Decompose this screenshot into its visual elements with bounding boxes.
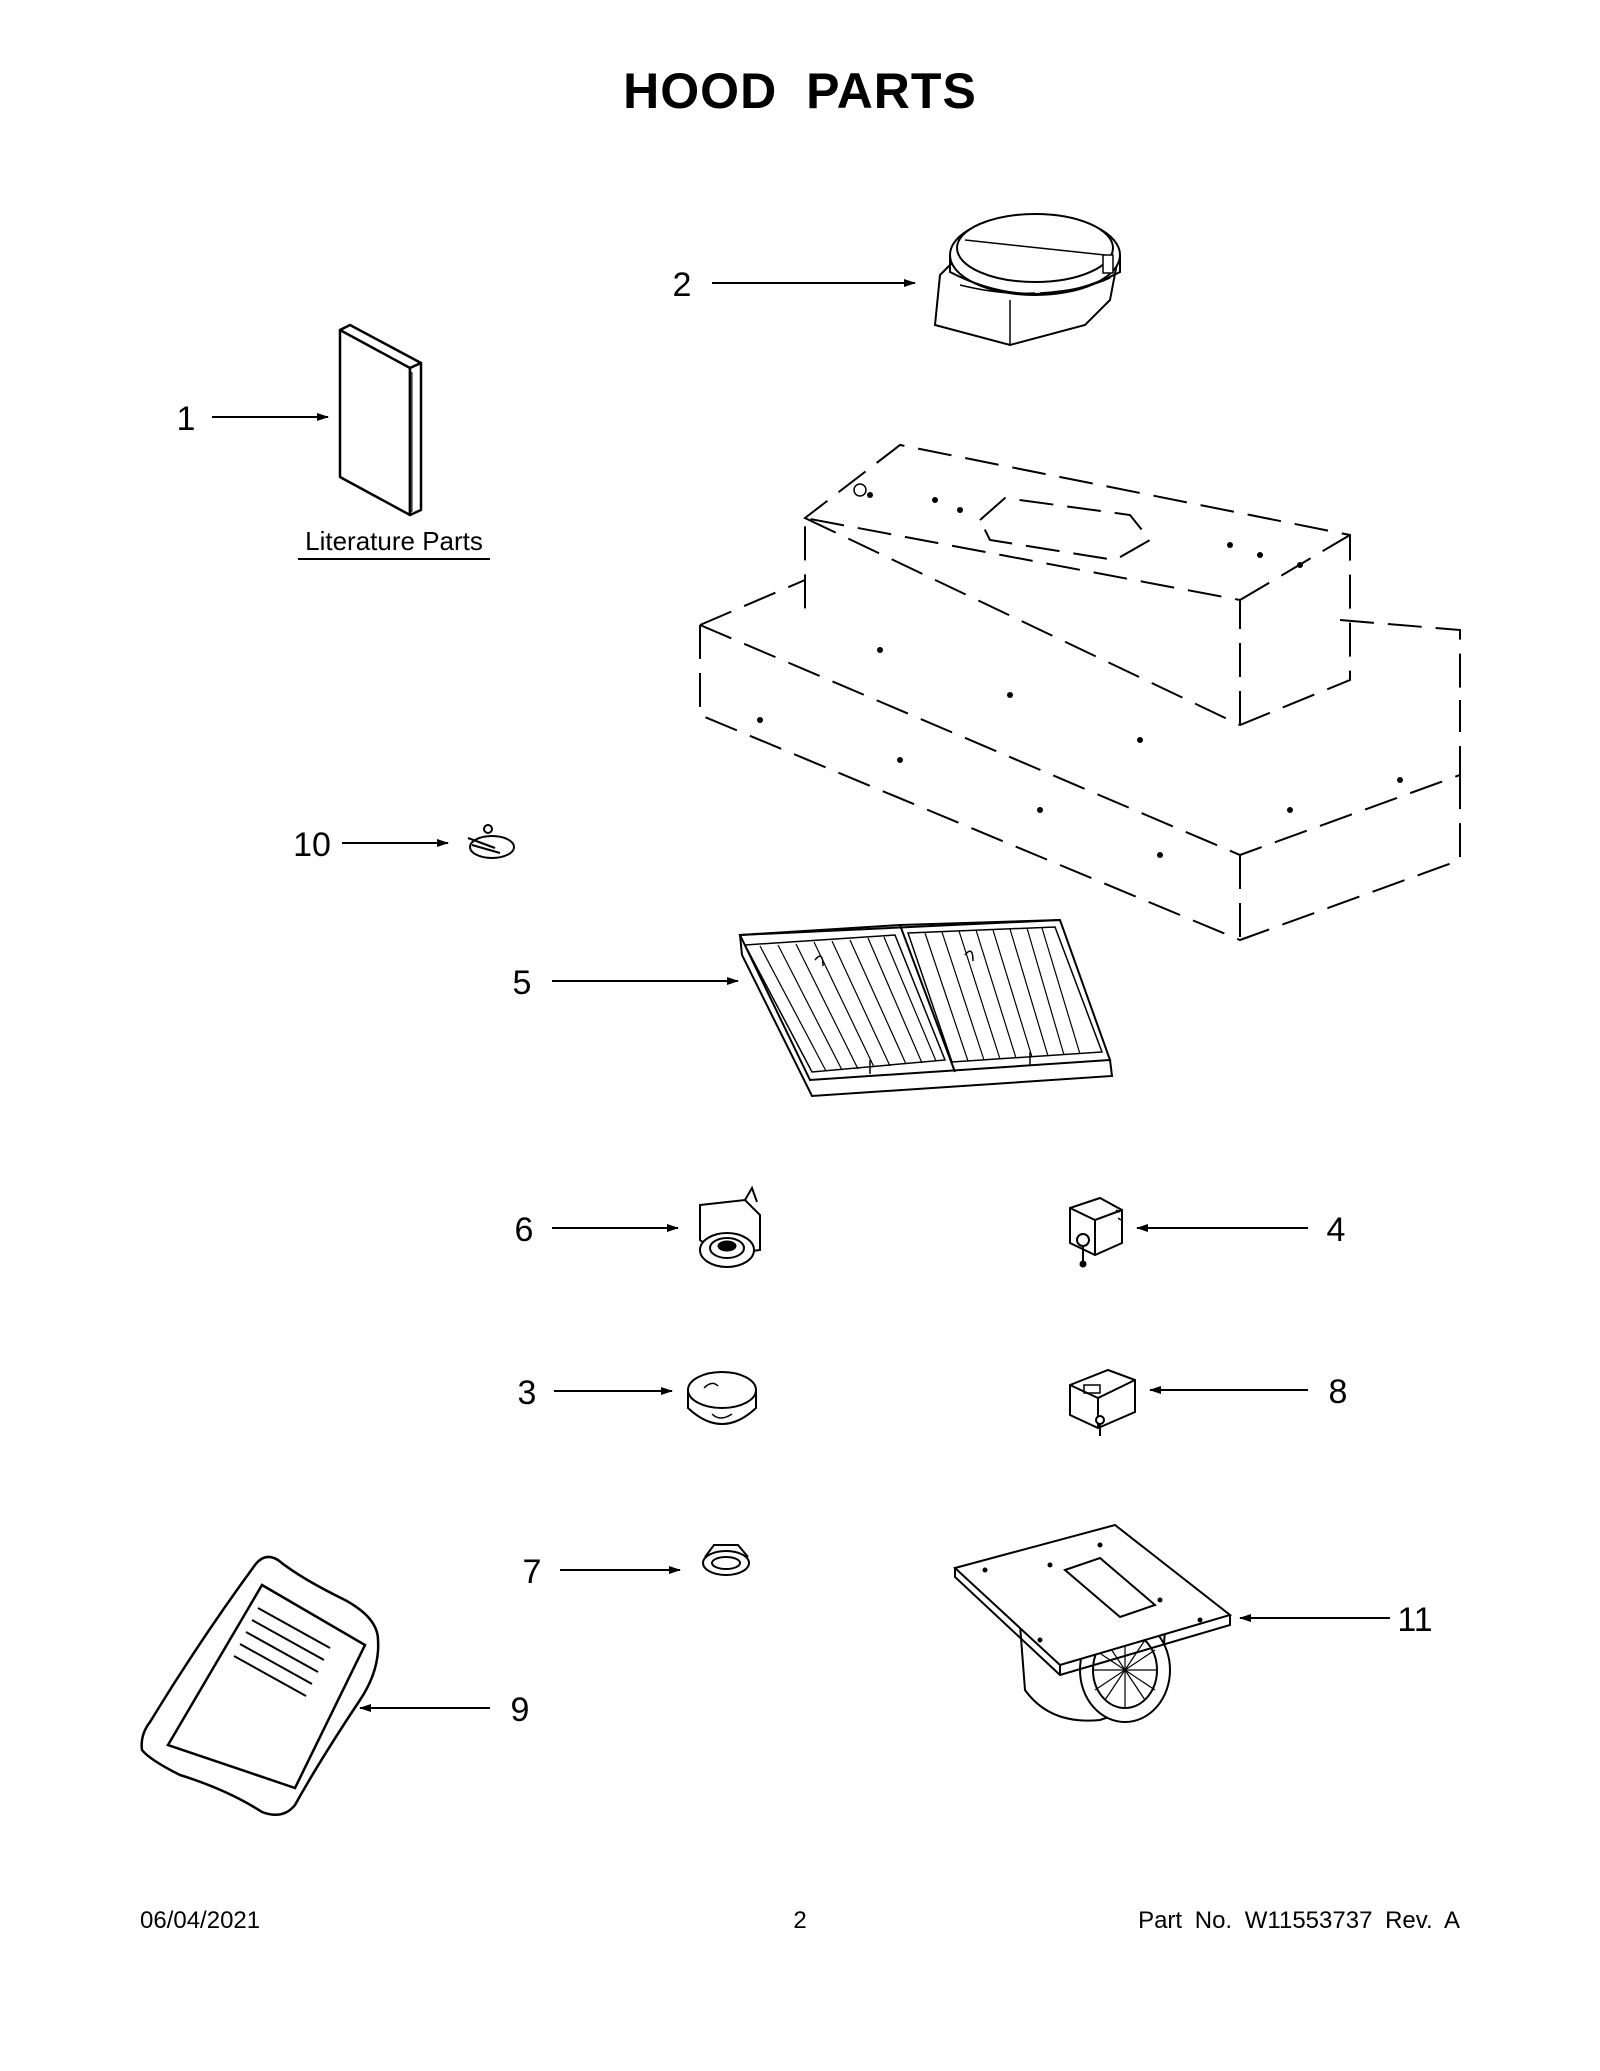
hood-body-screws — [757, 492, 1403, 858]
callout-7: 7 — [523, 1553, 542, 1591]
callout-11: 11 — [1397, 1601, 1432, 1639]
callout-5: 5 — [513, 964, 532, 1002]
part-7-light-ring — [702, 1544, 750, 1576]
part-6-light-socket — [699, 1185, 761, 1268]
part-8-switch-module — [1069, 1368, 1136, 1436]
callout-arrows — [212, 279, 1390, 1712]
callout-1: 1 — [177, 400, 196, 438]
part-2-damper — [933, 213, 1121, 347]
callout-10: 10 — [293, 826, 331, 864]
callout-9: 9 — [511, 1691, 530, 1729]
part-11-blower — [952, 1523, 1233, 1723]
callout-3: 3 — [518, 1374, 537, 1412]
callout-4: 4 — [1327, 1211, 1346, 1249]
part-1-literature — [338, 323, 423, 517]
part-3-light-lens — [687, 1371, 757, 1425]
part-10-clip — [467, 824, 515, 859]
part-5-grease-filters — [738, 918, 1114, 1098]
footer-part-number: Part No. W11553737 Rev. A — [1138, 1907, 1460, 1934]
literature-parts-label: Literature Parts — [305, 526, 483, 556]
footer-page-number: 2 — [793, 1907, 807, 1934]
part-4-switch — [1069, 1196, 1123, 1268]
callout-8: 8 — [1329, 1373, 1348, 1411]
page-title: HOOD PARTS — [623, 63, 977, 119]
footer-date: 06/04/2021 — [140, 1907, 261, 1934]
callout-6: 6 — [515, 1211, 534, 1249]
hood-body-outline — [699, 443, 1461, 942]
callout-2: 2 — [673, 266, 692, 304]
part-9-literature-packet — [140, 1555, 380, 1817]
